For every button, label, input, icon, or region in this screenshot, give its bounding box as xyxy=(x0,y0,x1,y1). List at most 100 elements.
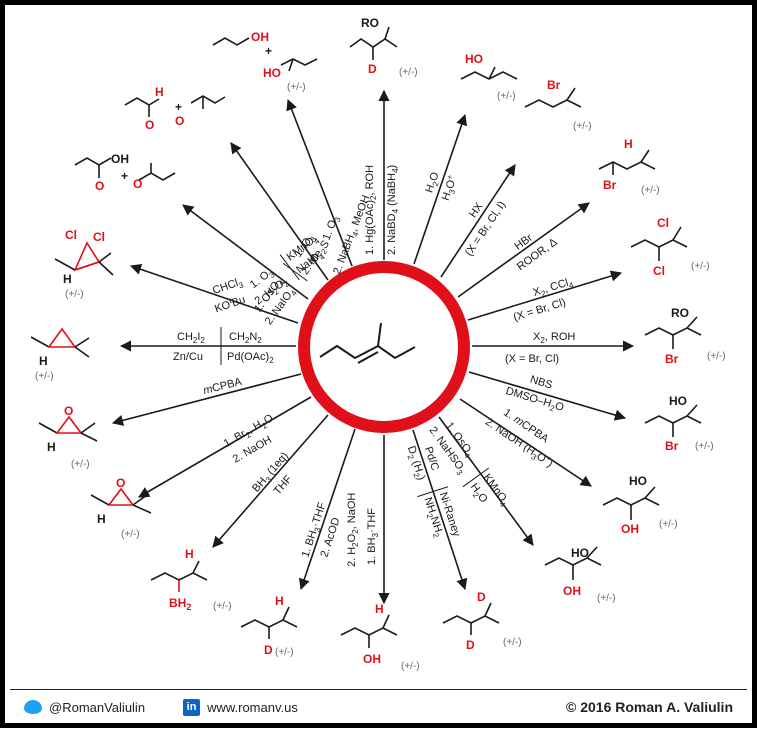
atom-br-tert: Br xyxy=(547,78,561,92)
stereo-note: (+/-) xyxy=(401,661,420,672)
stereo-note: (+/-) xyxy=(275,647,294,658)
label-x2-roh: X2, ROH (X = Br, Cl) xyxy=(505,331,575,365)
svg-text:Pd(OAc)2: Pd(OAc)2 xyxy=(227,351,274,365)
svg-text:KOtBu: KOtBu xyxy=(213,292,247,316)
atom-d-deut: D xyxy=(264,643,273,657)
atom-h-epox-1: H xyxy=(47,440,56,454)
reactant-ring xyxy=(298,261,470,433)
product-diol-syn xyxy=(544,546,602,580)
product-alcohol-pair xyxy=(212,37,318,72)
product-structures xyxy=(30,26,702,648)
product-epoxide-1 xyxy=(38,415,98,442)
svg-text:1. BH3·THF: 1. BH3·THF xyxy=(366,508,380,565)
product-bromo-ether xyxy=(644,316,702,349)
label-hydroboration-acod: 1. BH3·THF 2. AcOD xyxy=(300,501,343,559)
product-tertiary-alcohol xyxy=(460,66,518,80)
starting-alkene xyxy=(319,322,416,364)
svg-text:1. Hg(OAc)2, ROH: 1. Hg(OAc)2, ROH xyxy=(364,165,378,255)
atom-h-dcp: H xyxy=(63,272,72,286)
atom-oh-diol1: OH xyxy=(563,584,581,598)
stereo-note: (+/-) xyxy=(641,185,660,196)
stereo-note: (+/-) xyxy=(707,351,726,362)
arrow-halohydrin-epox xyxy=(138,396,312,498)
website-link[interactable]: in www.romanv.us xyxy=(145,698,298,716)
atom-o-ketone: O xyxy=(175,114,184,128)
plus-2: + xyxy=(175,100,182,114)
label-hydroboration-ox: 1. BH3·THF 2. H2O2, NaOH xyxy=(346,493,380,567)
svg-text:CH2N2: CH2N2 xyxy=(229,331,262,345)
arrow-ozonolysis-red xyxy=(230,142,329,281)
stereo-note: (+/-) xyxy=(287,82,306,93)
atom-d-bottom: D xyxy=(466,638,475,652)
atom-br-hbr: Br xyxy=(603,178,617,192)
atom-ro-ether: RO xyxy=(671,306,689,320)
atom-h-deut: H xyxy=(275,594,284,608)
svg-text:KMnO4: KMnO4 xyxy=(479,472,512,510)
product-aldehyde-ketone xyxy=(124,95,226,117)
svg-text:1. O3: 1. O3 xyxy=(321,214,343,243)
atom-o-ketone-2: O xyxy=(133,177,142,191)
svg-text:D2 (H2): D2 (H2) xyxy=(403,444,427,482)
atom-oh-alc: OH xyxy=(363,652,381,666)
reaction-wheel: 1. Hg(OAc)2, ROH 2. NaBD4 (NaBH4) 1. O3 … xyxy=(30,16,726,672)
stereo-note: (+/-) xyxy=(65,289,84,300)
stereo-note: (+/-) xyxy=(691,261,710,272)
stereo-note: (+/-) xyxy=(71,459,90,470)
atom-oh-acid: OH xyxy=(111,152,129,166)
atom-ho-bromohydrin: HO xyxy=(669,394,687,408)
copyright: © 2016 Roman A. Valiulin xyxy=(566,699,733,715)
label-hx: HX (X = Br, Cl, I) xyxy=(463,199,508,258)
product-acid-ketone xyxy=(74,157,176,181)
atom-o-epox-2: O xyxy=(116,476,125,490)
arrow-dihydroxylation xyxy=(438,416,534,546)
arrow-hbr-ror xyxy=(457,202,590,298)
stereo-note: (+/-) xyxy=(497,91,516,102)
arrow-mcpba xyxy=(111,373,302,426)
atom-o-acid: O xyxy=(95,179,104,193)
atom-cl-top: Cl xyxy=(657,216,669,230)
svg-text:HX: HX xyxy=(467,200,486,220)
svg-text:(X = Br, Cl): (X = Br, Cl) xyxy=(512,296,567,323)
product-anti-markovnikov-bromide xyxy=(598,149,656,175)
product-dichlorocyclopropane xyxy=(54,241,114,276)
twitter-handle: @RomanValiulin xyxy=(49,699,146,715)
arrow-nbs xyxy=(468,371,627,421)
atom-bh2: BH2 xyxy=(169,596,191,612)
twitter-icon xyxy=(24,700,42,714)
arrow-ozonolysis-nabh4 xyxy=(286,98,353,267)
atom-d-1: D xyxy=(368,62,377,76)
product-dichloride xyxy=(630,226,688,261)
arrow-epoxide-opening xyxy=(459,398,592,487)
atom-br-bromohydrin: Br xyxy=(665,439,679,453)
website-url: www.romanv.us xyxy=(207,699,298,715)
atom-br-ether: Br xyxy=(665,352,679,366)
label-cyclopropanation: CH2I2 Zn/Cu CH2N2 Pd(OAc)2 xyxy=(173,327,274,365)
label-x2-ccl4: X2, CCl4 (X = Br, Cl) xyxy=(512,277,575,324)
arrow-hydroboration-acod xyxy=(298,428,356,591)
atom-h-alc: H xyxy=(375,602,384,616)
twitter-link[interactable]: @RomanValiulin xyxy=(10,700,145,715)
svg-text:HBr: HBr xyxy=(513,232,536,253)
arrow-dichlorocarbene xyxy=(129,263,299,324)
arrow-x2-ccl4 xyxy=(467,270,623,321)
atom-h-borane: H xyxy=(185,547,194,561)
atom-oh-1: OH xyxy=(251,30,269,44)
svg-text:2. H2O2, NaOH: 2. H2O2, NaOH xyxy=(346,493,360,567)
product-bromohydrin xyxy=(644,404,702,437)
product-epoxide-2 xyxy=(90,487,152,514)
product-diol-anti xyxy=(602,486,660,520)
product-deuterated-alkane xyxy=(240,606,298,639)
plus-1: + xyxy=(265,44,272,58)
atom-o-aldehyde: O xyxy=(145,118,154,132)
atom-ho-1: HO xyxy=(263,66,281,80)
stereo-note: (+/-) xyxy=(213,601,232,612)
svg-text:X2, ROH: X2, ROH xyxy=(533,331,575,345)
stereo-note: (+/-) xyxy=(597,593,616,604)
arrow-bh3 xyxy=(212,414,329,548)
label-hydration: H2O H3O+ xyxy=(423,170,458,202)
atom-ho-diol1: HO xyxy=(571,546,589,560)
stereo-note: (+/-) xyxy=(35,371,54,382)
stereo-note: (+/-) xyxy=(659,519,678,530)
arrow-hx xyxy=(440,164,516,278)
